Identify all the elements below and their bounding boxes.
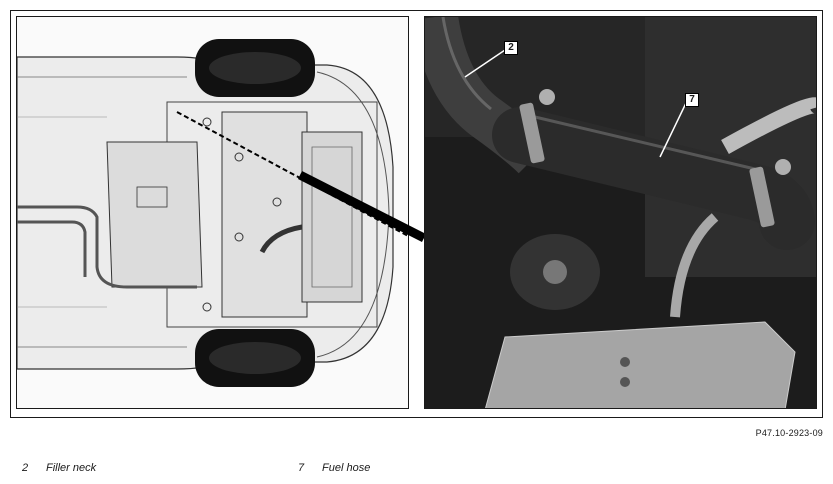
- figure-reference-code: P47.10-2923-09: [755, 428, 823, 438]
- legend-number: 7: [298, 462, 305, 474]
- detail-photo-rendering: [425, 17, 816, 408]
- underbody-overview-illustration: [16, 16, 409, 409]
- legend-number: 2: [22, 462, 29, 474]
- callout-2: 2: [504, 41, 518, 55]
- legend-item-filler-neck: 2 Filler neck: [22, 462, 96, 474]
- underbody-drawing: [17, 39, 408, 387]
- detail-photo: 2 7: [424, 16, 817, 409]
- legend-item-fuel-hose: 7 Fuel hose: [298, 462, 370, 474]
- legend-text: Fuel hose: [322, 462, 371, 474]
- callout-7: 7: [685, 93, 699, 107]
- legend-text: Filler neck: [46, 462, 97, 474]
